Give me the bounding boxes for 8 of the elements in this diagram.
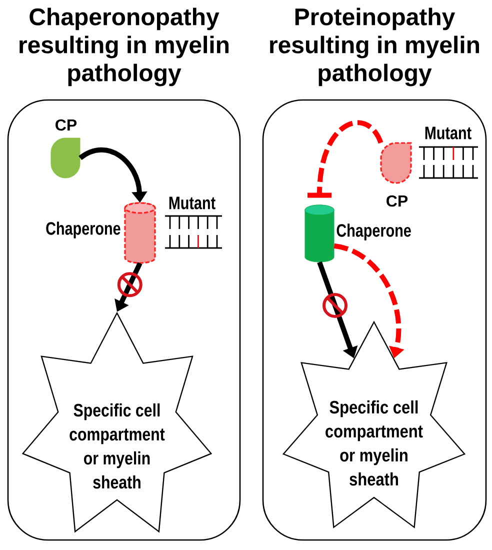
node-label: Chaperone bbox=[336, 224, 411, 240]
node-label: Chaperone bbox=[46, 222, 120, 238]
panel-heading: Proteinopathy resulting in myelin pathology bbox=[270, 8, 480, 86]
text-label: Mutant bbox=[169, 196, 216, 210]
node-label: CP bbox=[386, 195, 408, 207]
text-label: Mutant bbox=[425, 126, 472, 140]
panel-heading: Chaperonopathy resulting in myelin pathology bbox=[20, 8, 229, 86]
node-label: CP bbox=[56, 119, 77, 131]
